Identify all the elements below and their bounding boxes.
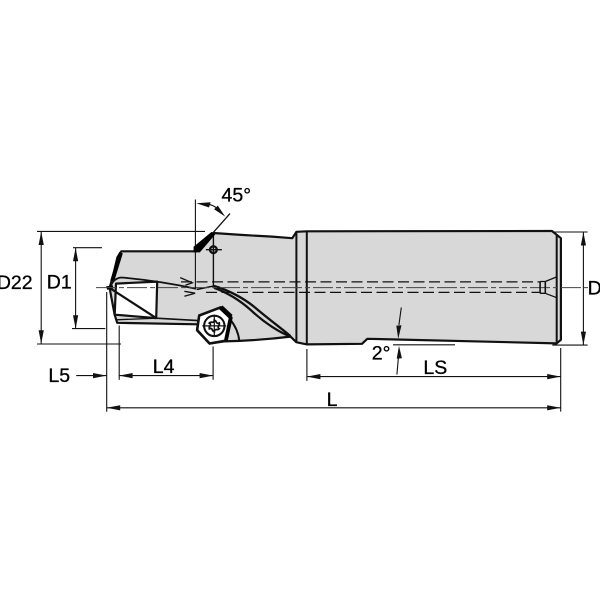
- svg-text:2°: 2°: [372, 342, 391, 364]
- svg-text:L5: L5: [48, 365, 70, 387]
- svg-text:D22: D22: [0, 272, 33, 294]
- svg-text:L: L: [327, 389, 338, 411]
- svg-text:45°: 45°: [222, 185, 252, 207]
- svg-text:D1: D1: [47, 271, 72, 293]
- svg-text:D: D: [588, 277, 600, 299]
- svg-text:L4: L4: [153, 356, 175, 378]
- svg-text:LS: LS: [423, 357, 447, 379]
